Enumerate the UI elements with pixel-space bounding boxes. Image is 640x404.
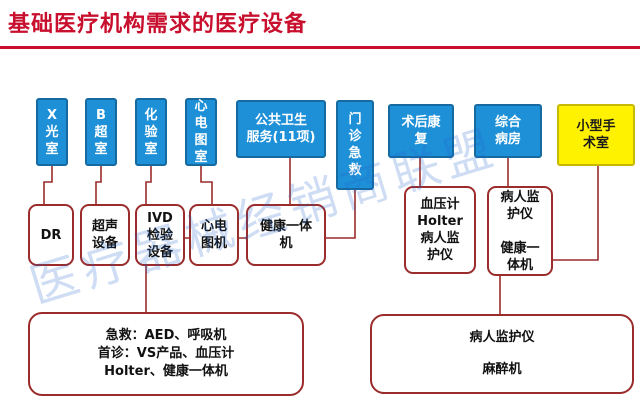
dept-lab-label: 化 验 室 xyxy=(144,107,158,157)
equip-ecg-machine: 心电 图机 xyxy=(189,204,239,266)
dept-emergency: 门 诊 急 救 xyxy=(336,100,374,190)
connector-lab-ivd xyxy=(145,166,152,204)
dept-rehab-label: 术后康 复 xyxy=(401,115,441,147)
connector-xray-dr xyxy=(43,166,53,204)
equip-ultrasound: 超声 设备 xyxy=(80,204,130,266)
group-surgery-line2: 麻醉机 xyxy=(482,362,522,377)
group-emergency-equipment: 急救：AED、呼吸机 首诊：VS产品、血压计 Holter、健康一体机 xyxy=(28,312,304,396)
connector-ecg-machine xyxy=(200,166,213,204)
dept-ward: 综合 病房 xyxy=(474,104,542,158)
page-title: 基础医疗机构需求的医疗设备 xyxy=(8,12,308,37)
dept-public-health: 公共卫生 服务(11项) xyxy=(236,100,326,158)
group-emergency-line1: 急救：AED、呼吸机 xyxy=(105,328,227,343)
group-emergency-line3: Holter、健康一体机 xyxy=(104,364,228,379)
dept-lab: 化 验 室 xyxy=(135,98,167,166)
dept-public-health-label: 公共卫生 服务(11项) xyxy=(246,113,316,145)
group-surgery-equipment: 病人监护仪 麻醉机 xyxy=(370,314,634,394)
equip-dr: DR xyxy=(28,204,74,266)
dept-ultrasound-room: B 超 室 xyxy=(85,98,117,166)
title-divider xyxy=(0,46,640,49)
dept-surgery: 小型手 术室 xyxy=(557,104,635,166)
equip-ivd: IVD 检验 设备 xyxy=(135,204,185,266)
group-emergency-line2: 首诊：VS产品、血压计 xyxy=(97,346,235,361)
connector-bus-ultrasound xyxy=(95,166,102,204)
equip-health-all-in-one: 健康一体 机 xyxy=(246,204,326,266)
dept-ecg-label: 心 电 图 室 xyxy=(194,99,208,165)
dept-xray-label: X 光 室 xyxy=(45,107,59,157)
dept-surgery-label: 小型手 术室 xyxy=(576,119,616,151)
equip-rehab: 血压计 Holter 病人监 护仪 xyxy=(404,186,476,274)
dept-emergency-label: 门 诊 急 救 xyxy=(348,112,362,178)
equip-ward: 病人监 护仪 健康一 体机 xyxy=(487,186,553,276)
dept-ultrasound-room-label: B 超 室 xyxy=(94,107,108,157)
dept-xray: X 光 室 xyxy=(36,98,68,166)
dept-ward-label: 综合 病房 xyxy=(494,115,521,147)
dept-rehab: 术后康 复 xyxy=(388,104,454,158)
group-surgery-line1: 病人监护仪 xyxy=(469,330,535,345)
dept-ecg: 心 电 图 室 xyxy=(185,98,217,166)
